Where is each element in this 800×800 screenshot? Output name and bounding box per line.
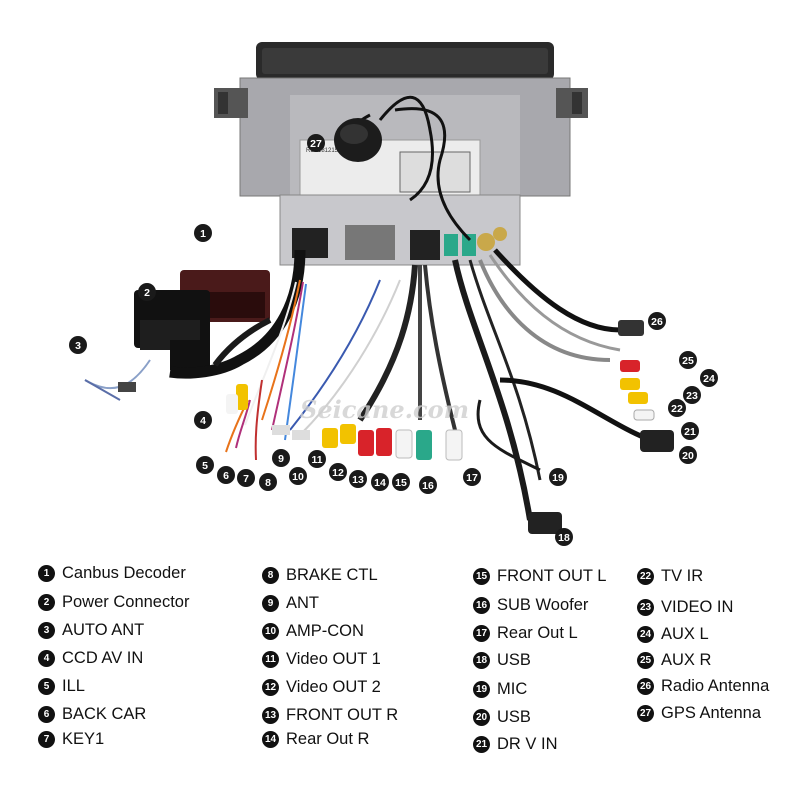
svg-text:3: 3 xyxy=(75,340,81,352)
svg-text:11: 11 xyxy=(311,454,322,466)
svg-text:9: 9 xyxy=(278,453,284,465)
callout-17: 17 xyxy=(463,468,481,486)
callout-24: 24 xyxy=(700,369,718,387)
svg-text:15: 15 xyxy=(395,477,407,489)
callout-18: 18 xyxy=(555,528,573,546)
left-wires xyxy=(225,279,401,461)
svg-text:24: 24 xyxy=(703,373,715,385)
callout-26: 26 xyxy=(648,312,666,330)
watermark: Seicane.com xyxy=(300,395,469,424)
callout-2: 2 xyxy=(138,283,156,301)
svg-text:5: 5 xyxy=(202,460,208,472)
right-cables xyxy=(452,248,674,534)
callout-13: 13 xyxy=(349,470,367,488)
svg-text:21: 21 xyxy=(684,426,696,438)
head-unit: RBZ181215S10 xyxy=(214,42,588,266)
svg-text:13: 13 xyxy=(352,474,364,486)
svg-text:26: 26 xyxy=(651,316,663,328)
rca-bundle xyxy=(322,264,463,461)
callout-20: 20 xyxy=(679,446,697,464)
svg-text:22: 22 xyxy=(671,403,683,415)
callout-3: 3 xyxy=(69,336,87,354)
wiring-diagram-photo: RBZ181215S10 xyxy=(69,42,718,546)
callout-16: 16 xyxy=(419,476,437,494)
svg-text:4: 4 xyxy=(200,415,206,427)
callout-7: 7 xyxy=(237,469,255,487)
callout-25: 25 xyxy=(679,351,697,369)
svg-text:27: 27 xyxy=(310,138,322,150)
callout-27: 27 xyxy=(307,134,325,152)
svg-text:8: 8 xyxy=(265,477,271,489)
canbus-and-power xyxy=(84,249,306,401)
svg-text:16: 16 xyxy=(422,480,434,492)
callout-21: 21 xyxy=(681,422,699,440)
svg-text:2: 2 xyxy=(144,287,150,299)
callout-15: 15 xyxy=(392,473,410,491)
callout-6: 6 xyxy=(217,466,235,484)
svg-text:23: 23 xyxy=(686,390,698,402)
callout-4: 4 xyxy=(194,411,212,429)
callout-19: 19 xyxy=(549,468,567,486)
svg-text:6: 6 xyxy=(223,470,229,482)
svg-text:18: 18 xyxy=(558,532,570,544)
callout-22: 22 xyxy=(668,399,686,417)
svg-text:1: 1 xyxy=(200,228,206,240)
svg-text:25: 25 xyxy=(682,355,694,367)
callout-1: 1 xyxy=(194,224,212,242)
callout-12: 12 xyxy=(329,463,347,481)
callout-badges: 1 2 3 4 5 6 7 8 9 10 11 12 13 14 15 16 1… xyxy=(69,134,718,546)
svg-text:7: 7 xyxy=(243,473,249,485)
gps-antenna xyxy=(334,95,472,242)
callout-5: 5 xyxy=(196,456,214,474)
callout-9: 9 xyxy=(272,449,290,467)
svg-text:12: 12 xyxy=(332,467,344,479)
callout-11: 11 xyxy=(308,450,326,468)
svg-text:20: 20 xyxy=(682,450,694,462)
callout-14: 14 xyxy=(371,473,389,491)
sticker-number: RBZ181215S10 xyxy=(306,148,349,154)
callout-10: 10 xyxy=(289,467,307,485)
svg-text:14: 14 xyxy=(374,477,386,489)
callout-8: 8 xyxy=(259,473,277,491)
svg-text:17: 17 xyxy=(466,472,478,484)
svg-text:19: 19 xyxy=(552,472,564,484)
svg-text:10: 10 xyxy=(292,471,304,483)
callout-23: 23 xyxy=(683,386,701,404)
